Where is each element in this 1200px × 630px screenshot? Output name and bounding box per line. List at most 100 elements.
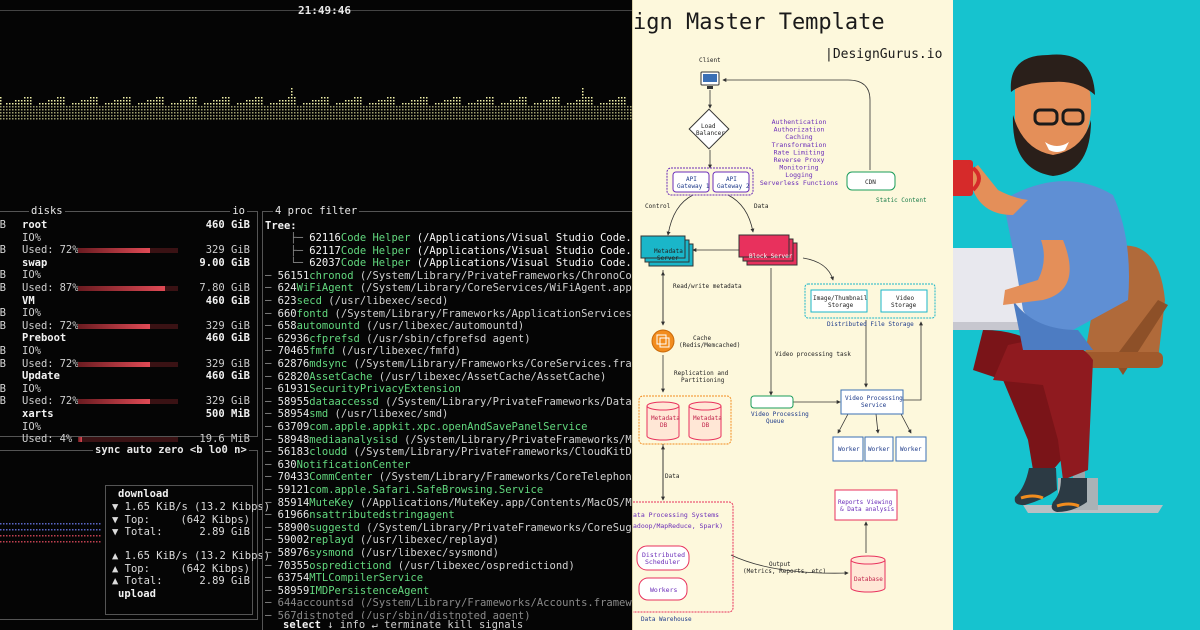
process-row[interactable]: ─ 58900suggestd (/System/Library/Private… [265,522,632,535]
network-tag[interactable]: sync [95,444,121,456]
cpu-graph-dot [105,109,107,111]
cpu-graph-dot [384,118,386,120]
cpu-graph-dot [162,106,164,108]
clipped-gib-label: GiB [0,345,6,357]
cpu-graph-dot [573,109,575,111]
cpu-graph-dot [393,103,395,105]
process-row[interactable]: └─ 62037Code Helper (/Applications/Visua… [265,257,632,270]
cpu-graph-dot [576,112,578,114]
network-tag[interactable]: zero [158,444,184,456]
cpu-graph-dot [474,109,476,111]
cpu-graph-dot [546,115,548,117]
cpu-graph-dot [441,103,443,105]
cpu-graph-dot [384,115,386,117]
cpu-graph-dot [282,103,284,105]
process-row[interactable]: ─ 62876mdsync (/System/Library/Framework… [265,358,632,371]
process-row[interactable]: ─ 56151chronod (/System/Library/PrivateF… [265,270,632,283]
cpu-graph-dot [93,109,95,111]
cpu-graph-dot [75,109,77,111]
network-graph-dot [42,529,44,531]
cpu-graph-dot [387,115,389,117]
cpu-graph-dot [531,115,533,117]
network-tag[interactable]: n> [234,444,247,456]
cpu-graph-dot [24,106,26,108]
process-row[interactable]: ─ 658automountd (/usr/libexec/automountd… [265,320,632,333]
process-name: Code Helper [340,257,411,270]
cpu-graph-dot [393,118,395,120]
cpu-graph-dot [585,97,587,99]
process-row[interactable]: ─ 63709com.apple.appkit.xpc.openAndSaveP… [265,421,632,434]
cpu-graph-dot [396,115,398,117]
reports-label: Reports Viewing [838,499,893,506]
cpu-graph-dot [96,109,98,111]
process-row[interactable]: ─ 85914MuteKey (/Applications/MuteKey.ap… [265,497,632,510]
cpu-graph-dot [207,112,209,114]
cpu-graph-dot [333,109,335,111]
process-row[interactable]: ─ 58959IMDPersistenceAgent [265,585,632,598]
cpu-graph-dot [615,118,617,120]
process-row[interactable]: ─ 624WiFiAgent (/System/Library/CoreServ… [265,282,632,295]
disk-used-label: Used: [22,357,54,370]
process-row[interactable]: ─ 58948mediaanalysisd (/System/Library/P… [265,434,632,447]
network-tag[interactable]: lo0 [208,444,228,456]
cpu-graph-dot [615,100,617,102]
cpu-graph-dot [441,112,443,114]
process-row[interactable]: ─ 59002replayd (/usr/libexec/replayd) [265,534,632,547]
cpu-graph-dot [27,100,29,102]
process-row[interactable]: ─ 70355ospredictiond (/usr/libexec/ospre… [265,560,632,573]
developer-with-coffee-image [953,54,1168,513]
process-row[interactable]: ─ 61966nsattributedstringagent [265,509,632,522]
download-stat-row: ▼ Total:2.89 GiB [112,526,250,539]
disk-used-bar [78,248,178,254]
cpu-graph-dot [597,115,599,117]
cpu-graph-dot [564,115,566,117]
process-row[interactable]: ─ 63754MTLCompilerService [265,572,632,585]
network-tag[interactable]: <b [189,444,203,456]
network-graph-dot [9,523,11,525]
cpu-graph-dot [567,106,569,108]
process-row[interactable]: ─ 58954smd (/usr/libexec/smd) [265,408,632,421]
cpu-graph-dot [555,115,557,117]
cpu-graph-dot [12,118,14,120]
process-row[interactable]: ├─ 62117Code Helper (/Applications/Visua… [265,245,632,258]
cpu-graph-dot [246,115,248,117]
cpu-graph-dot [219,115,221,117]
cpu-graph-dot [612,115,614,117]
cpu-graph-dot [351,115,353,117]
process-row[interactable]: ─ 70465fmfd (/usr/libexec/fmfd) [265,345,632,358]
cpu-graph-dot [354,106,356,108]
cpu-graph-dot [135,109,137,111]
cpu-graph-dot [468,118,470,120]
network-graph-dot [6,541,8,543]
cpu-graph-dot [378,118,380,120]
cpu-graph-dot [141,109,143,111]
process-row[interactable]: ─ 59121com.apple.Safari.SafeBrowsing.Ser… [265,484,632,497]
select-label[interactable]: select [283,619,321,630]
process-row[interactable]: ─ 70433CommCenter (/System/Library/Frame… [265,471,632,484]
process-row[interactable]: ─ 630NotificationCenter [265,459,632,472]
cpu-graph-dot [84,103,86,105]
cpu-graph-dot [288,109,290,111]
process-row[interactable]: ─ 58976sysmond (/usr/libexec/sysmond) [265,547,632,560]
cpu-graph-dot [492,112,494,114]
network-graph-dot [15,523,17,525]
cpu-graph-dot [378,109,380,111]
process-footer-actions[interactable]: ↓ info ↵ terminate kill signals [327,619,524,630]
process-row[interactable]: ─ 644accountsd (/System/Library/Framewor… [265,597,632,610]
process-row[interactable]: ─ 58955dataaccessd (/System/Library/Priv… [265,396,632,409]
process-row[interactable]: ─ 660fontd (/System/Library/Frameworks/A… [265,308,632,321]
network-graph-dot [78,529,80,531]
process-row[interactable]: ─ 56183cloudd (/System/Library/PrivateFr… [265,446,632,459]
process-row[interactable]: ─ 623secd (/usr/libexec/secd) [265,295,632,308]
network-tag[interactable]: auto [126,444,152,456]
cpu-graph-dot [555,103,557,105]
process-tags[interactable]: 4 proc filter [273,205,360,217]
cpu-graph-dot [87,100,89,102]
cpu-graph-dot [615,103,617,105]
process-row[interactable]: ─ 62820AssetCache (/usr/libexec/AssetCac… [265,371,632,384]
cpu-graph-dot [45,109,47,111]
process-row[interactable]: ─ 62936cfprefsd (/usr/sbin/cfprefsd agen… [265,333,632,346]
cpu-graph-dot [102,106,104,108]
process-row[interactable]: ─ 61931SecurityPrivacyExtension [265,383,632,396]
process-row[interactable]: ├─ 62116Code Helper (/Applications/Visua… [265,232,632,245]
